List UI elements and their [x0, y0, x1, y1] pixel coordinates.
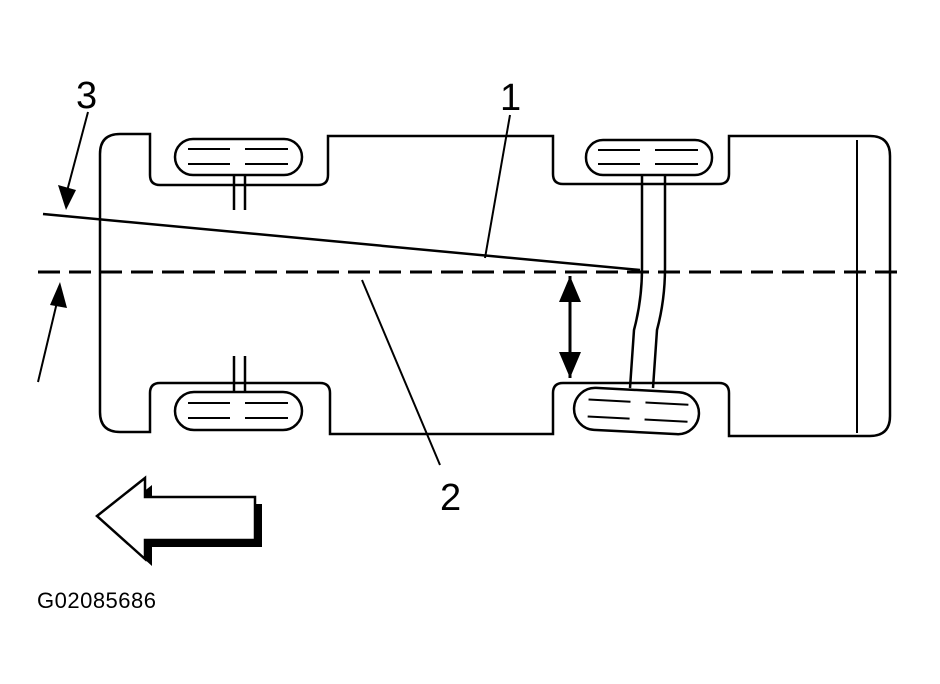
callout-3: 3	[76, 75, 97, 117]
callout-2: 2	[440, 477, 461, 519]
arrow-left-icon	[95, 475, 262, 566]
wheel-rear-left	[584, 138, 714, 177]
leader-callout-1	[484, 114, 511, 259]
pointer-arrow-centerline	[37, 282, 67, 383]
callout-1: 1	[500, 77, 521, 119]
axle-stub-front-right	[232, 356, 247, 392]
thrust-line	[42, 212, 641, 272]
wheel-front-right	[173, 390, 304, 432]
leader-callout-2	[361, 279, 441, 466]
figure-id: G02085686	[37, 588, 157, 613]
vehicle-body-outline	[98, 132, 892, 438]
rear-axle	[628, 176, 667, 389]
pointer-arrow-thrust	[58, 111, 89, 210]
double-arrow-icon	[559, 276, 581, 378]
wheel-rear-right	[572, 386, 701, 436]
axle-stub-front-left	[232, 176, 247, 210]
wheel-front-left	[173, 137, 304, 177]
